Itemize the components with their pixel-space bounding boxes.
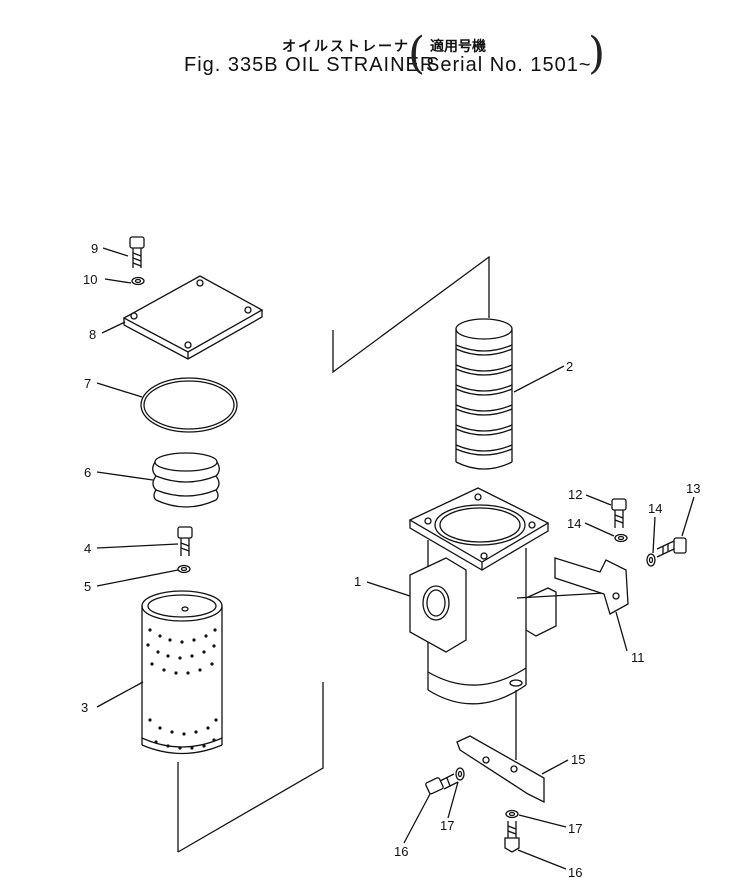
callout-leaders (96, 247, 695, 870)
assembly-guide-lines (177, 255, 623, 853)
part-13-bolt (656, 537, 687, 558)
part-15-mounting-bracket (456, 735, 545, 804)
part-7-o-ring (140, 377, 238, 433)
part-14-washer-vertical (614, 533, 628, 543)
callout-13: 13 (686, 481, 700, 496)
callout-6: 6 (84, 465, 91, 480)
callout-10: 10 (83, 272, 97, 287)
callout-5: 5 (84, 579, 91, 594)
callout-17-left: 17 (440, 818, 454, 833)
part-4-bolt (177, 526, 193, 556)
part-3-filter-element (141, 590, 223, 755)
part-9-bolt (129, 236, 145, 268)
filter-perforations (146, 628, 218, 750)
callout-4: 4 (84, 541, 91, 556)
part-14-washer-horizontal (646, 553, 656, 567)
callout-1: 1 (354, 574, 361, 589)
title-jp: オイルストレーナ (282, 39, 410, 55)
serial-jp: 適用号機 (430, 39, 486, 55)
part-1-strainer-case (408, 487, 557, 705)
callout-15: 15 (571, 752, 585, 767)
callout-11: 11 (631, 650, 645, 665)
callout-14-left: 14 (567, 516, 581, 531)
serial-en: Serial No. 1501~ (426, 54, 592, 76)
callout-9: 9 (91, 241, 98, 256)
callout-8: 8 (89, 327, 96, 342)
part-2-strainer-element (455, 318, 513, 470)
part-16-bolt-bottom (504, 821, 520, 853)
title-en: Fig. 335B OIL STRAINER (184, 54, 436, 76)
callout-12: 12 (568, 487, 582, 502)
callout-17-right: 17 (568, 821, 582, 836)
part-12-bolt (611, 498, 627, 528)
callout-7: 7 (84, 376, 91, 391)
part-11-bracket (554, 557, 629, 615)
close-paren: ) (588, 28, 606, 79)
callout-16-left: 16 (394, 844, 408, 859)
part-10-washer (131, 276, 145, 286)
part-5-washer (177, 564, 191, 574)
part-17-washer-left (455, 767, 465, 781)
open-paren: ( (408, 28, 426, 79)
part-16-bolt-left (425, 773, 459, 795)
part-6-bellows (152, 452, 220, 508)
callout-16-right: 16 (568, 865, 582, 878)
callout-3: 3 (81, 700, 88, 715)
callout-2: 2 (566, 359, 573, 374)
part-8-cover-plate (122, 275, 264, 360)
callout-14-right: 14 (648, 501, 662, 516)
callout-labels: 1 2 3 4 5 6 7 8 9 10 11 12 13 14 14 15 1… (81, 241, 700, 878)
part-17-washer-bottom (505, 809, 519, 819)
